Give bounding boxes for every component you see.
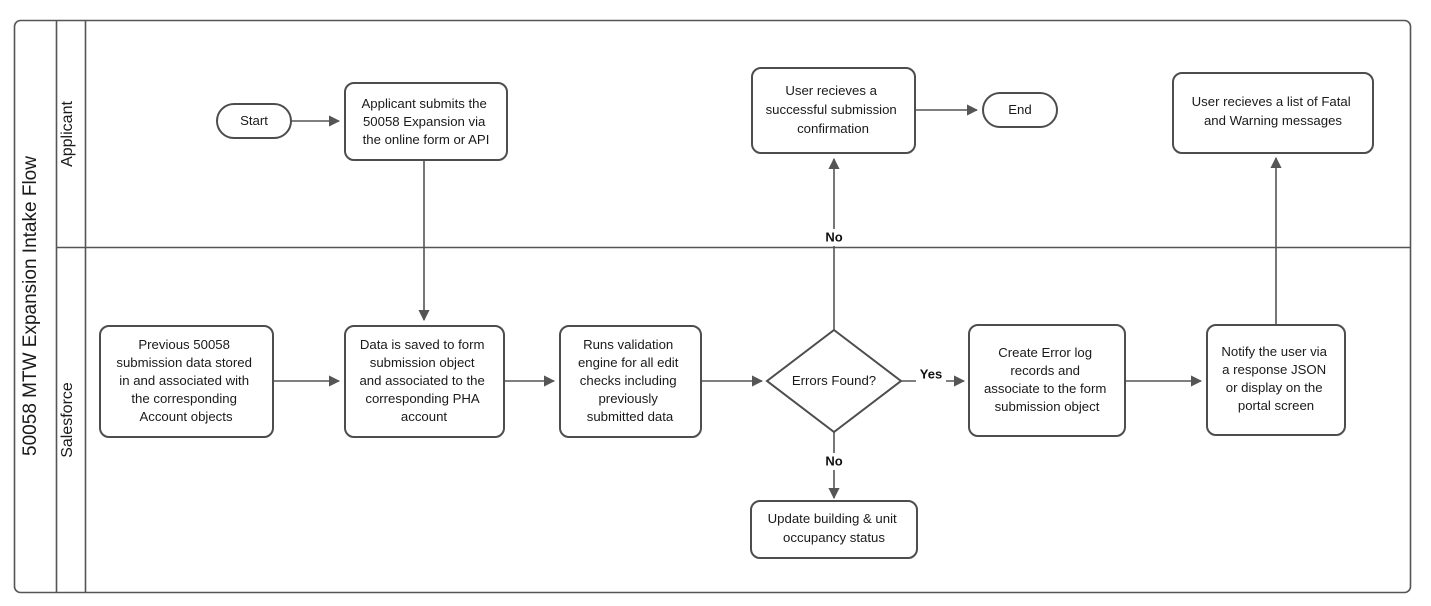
edge-layer: Yes No No	[273, 104, 1282, 500]
svg-text:Start: Start	[240, 113, 268, 128]
lane-label-salesforce: Salesforce	[59, 382, 76, 458]
node-errors-found[interactable]: Errors Found?	[765, 328, 903, 434]
node-error-log[interactable]: Create Error log records and associate t…	[968, 324, 1126, 437]
svg-text:No: No	[825, 229, 842, 244]
node-success-msg[interactable]: User recieves a successful submission co…	[751, 67, 916, 154]
svg-text:No: No	[825, 453, 842, 468]
node-validate[interactable]: Runs validation engine for all edit chec…	[559, 325, 702, 438]
node-notify-user[interactable]: Notify the user via a response JSON or d…	[1206, 324, 1346, 436]
svg-text:Notify the user via a: Notify the user via a response JSON or d…	[1221, 344, 1330, 413]
node-end[interactable]: End	[982, 92, 1058, 128]
lane-label-applicant: Applicant	[59, 101, 76, 167]
node-start[interactable]: Start	[216, 103, 292, 139]
node-fatal-warn-msg[interactable]: User recieves a list of Fatal and Warnin…	[1172, 72, 1374, 154]
node-save-data[interactable]: Data is saved to form submission object …	[344, 325, 505, 438]
node-update-occ[interactable]: Update building & unit occupancy status	[750, 500, 918, 559]
pool-title: 50058 MTW Expansion Intake Flow	[20, 156, 41, 456]
svg-text:User recieves a succes: User recieves a successful submission co…	[766, 83, 901, 136]
svg-text:User recieves a list of Fatal: User recieves a list of Fatal and Warnin…	[1192, 94, 1355, 128]
node-submit[interactable]: Applicant submits the 50058 Expansion vi…	[344, 82, 508, 161]
edge-label-yes: Yes	[916, 366, 946, 383]
edge-label-no-down: No	[820, 453, 848, 470]
svg-text:Create Error log recor: Create Error log records and associate t…	[984, 345, 1110, 414]
svg-text:Data is saved to form: Data is saved to form submission object …	[359, 337, 488, 424]
svg-text:Errors Found?: Errors Found?	[792, 373, 876, 388]
svg-text:Applicant: Applicant	[59, 101, 76, 167]
svg-text:End: End	[1008, 102, 1031, 117]
svg-text:Applicant submits the: Applicant submits the 50058 Expansion vi…	[361, 96, 490, 147]
node-start-line: Start	[240, 113, 268, 128]
pool-frame	[13, 19, 1412, 594]
edge-label-no-up: No	[820, 229, 848, 246]
svg-text:Runs validation engine: Runs validation engine for all edit chec…	[578, 337, 682, 424]
svg-text:Salesforce: Salesforce	[59, 382, 76, 458]
svg-text:Yes: Yes	[920, 366, 942, 381]
node-prev-data[interactable]: Previous 50058 submission data stored in…	[99, 325, 274, 438]
svg-text:Update building & unit: Update building & unit occupancy status	[768, 511, 901, 545]
svg-text:Previous 50058 submiss: Previous 50058 submission data stored in…	[116, 337, 255, 424]
page-title: 50058 MTW Expansion Intake Flow	[20, 156, 41, 456]
